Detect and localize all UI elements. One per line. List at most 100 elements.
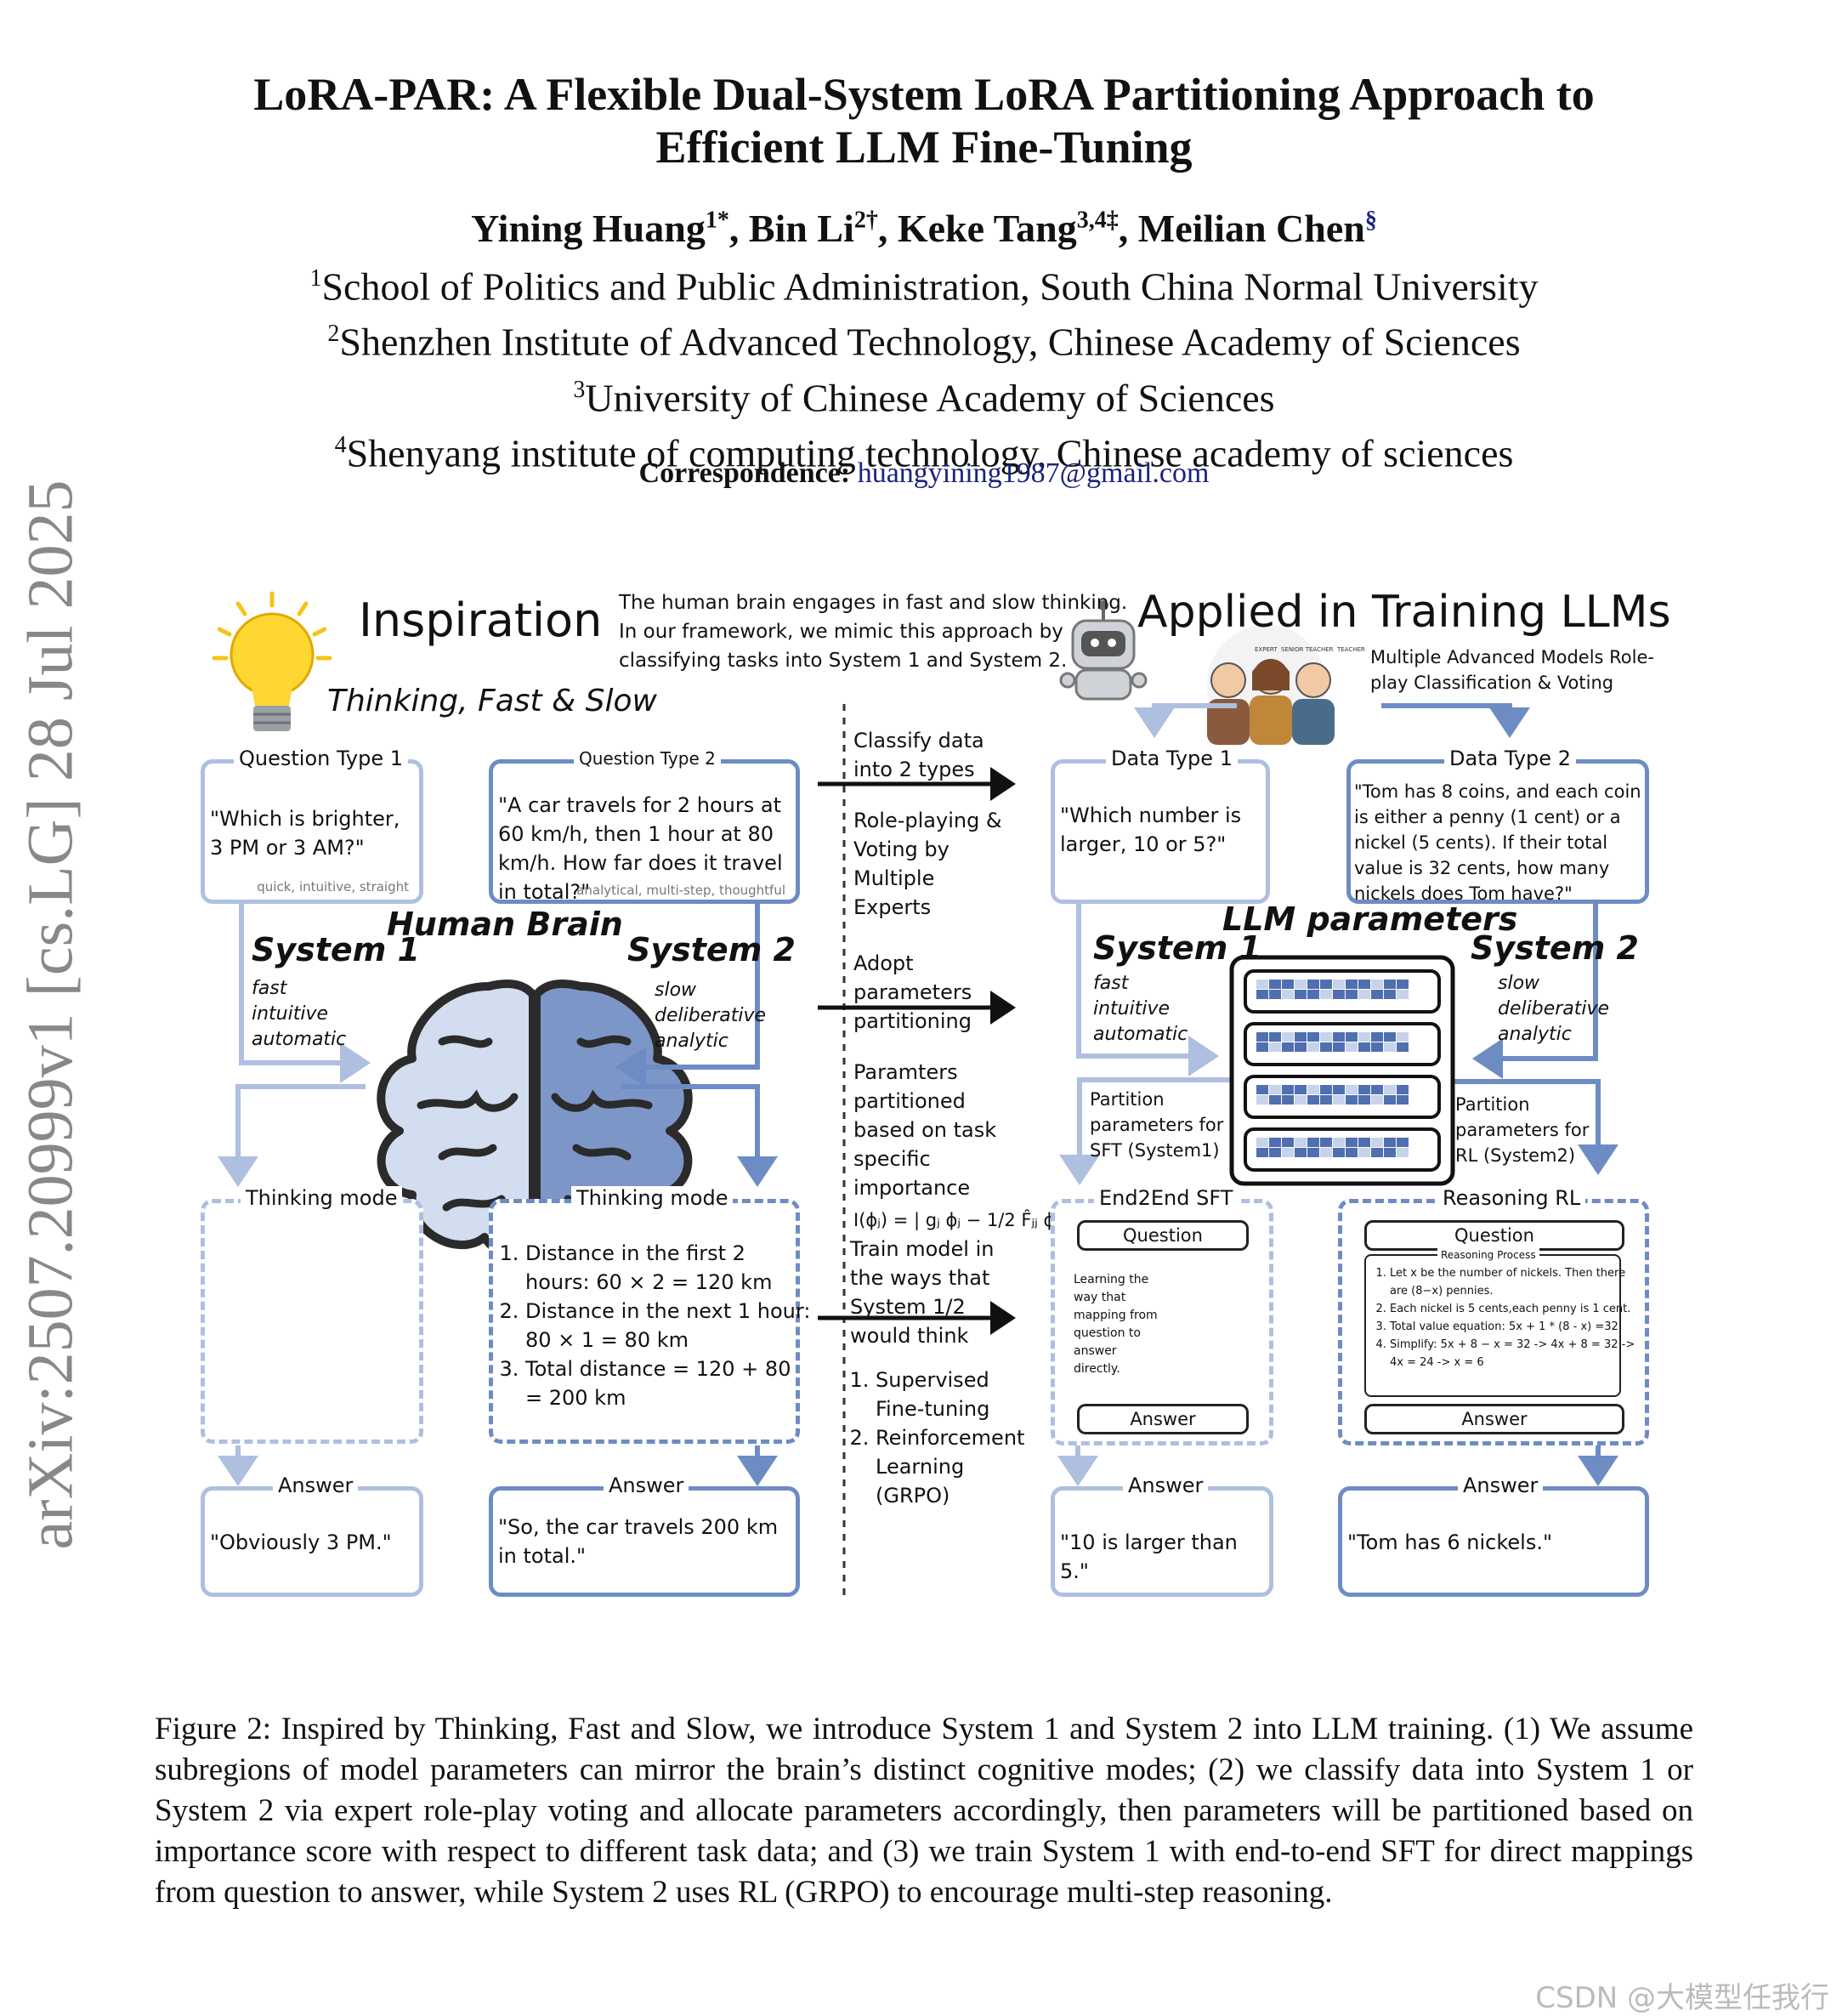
parameter-cell — [1256, 980, 1268, 989]
thinking-step: Distance in the next 1 hour: 80 × 1 = 80… — [525, 1297, 814, 1354]
parameter-cell — [1333, 980, 1345, 989]
parameter-cell — [1295, 1138, 1307, 1147]
parameter-cell — [1307, 1138, 1319, 1147]
robot-icon — [1059, 600, 1148, 701]
box-label: Thinking mode — [241, 1186, 403, 1210]
parameter-cell — [1371, 1042, 1383, 1052]
parameter-cell — [1295, 980, 1307, 989]
question-tag: quick, intuitive, straight — [257, 879, 409, 894]
parameter-cell — [1397, 1032, 1409, 1042]
parameter-cell — [1282, 1138, 1294, 1147]
brain-title: Human Brain — [387, 906, 623, 943]
step-title: Adopt parameters partitioning — [853, 951, 972, 1033]
aff-sup: 3 — [573, 376, 586, 403]
step2-text: Adopt parameters partitioning Paramters … — [853, 949, 1077, 1235]
llm-parameter-stack — [1229, 955, 1455, 1186]
box-label: Question Type 1 — [234, 747, 408, 770]
thinking-mode-2-box: Thinking mode Distance in the first 2 ho… — [489, 1186, 810, 1444]
parameter-cell — [1256, 1148, 1268, 1157]
author-name: Keke Tang — [897, 207, 1077, 250]
answer-text: "Tom has 6 nickels." — [1347, 1530, 1552, 1554]
parameter-cell — [1346, 1042, 1358, 1052]
answer-2-box: Answer "So, the car travels 200 km in to… — [489, 1474, 800, 1597]
box-label: Data Type 1 — [1106, 747, 1238, 770]
arrow-d2-to-llm — [1472, 903, 1598, 1079]
step-detail: Role-playing & Voting by Multiple Expert… — [853, 809, 1002, 919]
parameter-cell — [1307, 1148, 1319, 1157]
expert-tags: EXPERT SENIOR TEACHER TEACHER — [1255, 646, 1365, 654]
answer-1-box: Answer "Obviously 3 PM." — [201, 1474, 423, 1597]
arrow-llm-to-sft — [1059, 1077, 1232, 1185]
paper-title: LoRA-PAR: A Flexible Dual-System LoRA Pa… — [0, 68, 1848, 173]
parameter-cell — [1397, 1042, 1409, 1052]
parameter-cell — [1397, 980, 1409, 989]
answer-text: "10 is larger than 5." — [1060, 1530, 1238, 1583]
arrow-q1-to-brain — [239, 903, 371, 1083]
parameter-cell — [1295, 990, 1307, 999]
aff-text: University of Chinese Academy of Science… — [585, 375, 1275, 419]
aff-sup: 1 — [309, 265, 322, 292]
parameter-cell — [1358, 1032, 1370, 1042]
answer-sft-box: Answer "10 is larger than 5." — [1051, 1474, 1273, 1597]
arrow-q2-to-brain — [615, 903, 760, 1088]
inspiration-title: Inspiration — [359, 593, 603, 647]
rl-step: Let x be the number of nickels. Then the… — [1390, 1264, 1640, 1300]
parameter-cell — [1269, 1085, 1281, 1094]
trait: fast — [1093, 973, 1129, 994]
parameter-cell — [1282, 1042, 1294, 1052]
aff-sup: 2 — [327, 321, 340, 348]
answer-rl-box: Answer "Tom has 6 nickels." — [1338, 1474, 1649, 1597]
title-line-1: LoRA-PAR: A Flexible Dual-System LoRA Pa… — [253, 69, 1595, 120]
parameter-cell — [1256, 990, 1268, 999]
thinking-step: Distance in the first 2 hours: 60 × 2 = … — [525, 1239, 814, 1297]
parameter-cell — [1384, 1148, 1396, 1157]
arrow-llm-to-rl — [1454, 1079, 1618, 1175]
rl-step: Each nickel is 5 cents,each penny is 1 c… — [1390, 1300, 1640, 1318]
box-label: Answer — [1458, 1474, 1544, 1497]
parameter-cell — [1307, 1042, 1319, 1052]
parameter-cell — [1397, 1148, 1409, 1157]
trait: analytic — [1498, 1024, 1572, 1045]
trait: deliberative — [1498, 998, 1610, 1019]
inspiration-subtitle: Thinking, Fast & Slow — [327, 684, 657, 718]
box-label: Thinking mode — [571, 1186, 734, 1210]
parameter-cell — [1269, 1138, 1281, 1147]
sft-note: Learning the way that mapping from quest… — [1074, 1273, 1158, 1376]
sft-question: Question — [1077, 1220, 1249, 1251]
correspondence: Correspondence: huangyining1987@gmail.co… — [0, 457, 1848, 490]
author-sup: § — [1364, 207, 1377, 234]
experts-line: play Classification & Voting — [1370, 673, 1614, 693]
rl-step: Simplify: 5x + 8 − x = 32 -> 4x + 8 = 32… — [1390, 1336, 1640, 1371]
rl-process-label: Reasoning Process — [1437, 1248, 1539, 1262]
data-type-2-box: Data Type 2 "Tom has 8 coins, and each c… — [1346, 747, 1649, 904]
parameter-cell — [1333, 1042, 1345, 1052]
left-system1-title: System 1 — [252, 931, 420, 968]
trait: automatic — [252, 1029, 347, 1050]
step-detail: Paramters partitioned based on task spec… — [853, 1060, 997, 1200]
trait: analytic — [655, 1031, 728, 1052]
data-type-1-box: Data Type 1 "Which number is larger, 10 … — [1051, 747, 1270, 904]
parameter-cell — [1358, 1042, 1370, 1052]
trait: intuitive — [252, 1003, 329, 1025]
watermark: CSDN @大模型任我行 — [1535, 1981, 1829, 2015]
parameter-cell — [1397, 1085, 1409, 1094]
parameter-cell — [1320, 1085, 1332, 1094]
data-text: "Which number is larger, 10 or 5?" — [1060, 804, 1242, 856]
parameter-cell — [1358, 1095, 1370, 1105]
author-list: Yining Huang1*, Bin Li2†, Keke Tang3,4‡,… — [471, 207, 1377, 250]
parameter-cell — [1256, 1085, 1268, 1094]
parameter-cell — [1333, 1032, 1345, 1042]
rl-answer: Answer — [1364, 1404, 1624, 1434]
right-system1-traits: fast intuitive automatic — [1093, 971, 1188, 1048]
box-label: End2End SFT — [1094, 1186, 1239, 1210]
rl-steps: Let x be the number of nickels. Then the… — [1368, 1264, 1640, 1371]
title-line-2: Efficient LLM Fine-Tuning — [655, 122, 1193, 173]
experts-line: Multiple Advanced Models Role- — [1370, 647, 1654, 667]
experts-illustration — [1207, 625, 1335, 745]
parameter-cell — [1346, 990, 1358, 999]
parameter-cell — [1269, 1032, 1281, 1042]
parameter-cell — [1269, 1148, 1281, 1157]
parameter-cell — [1282, 990, 1294, 999]
step-title: Train model in the ways that System 1/2 … — [850, 1237, 995, 1348]
correspondence-email[interactable]: huangyining1987@gmail.com — [857, 457, 1210, 489]
